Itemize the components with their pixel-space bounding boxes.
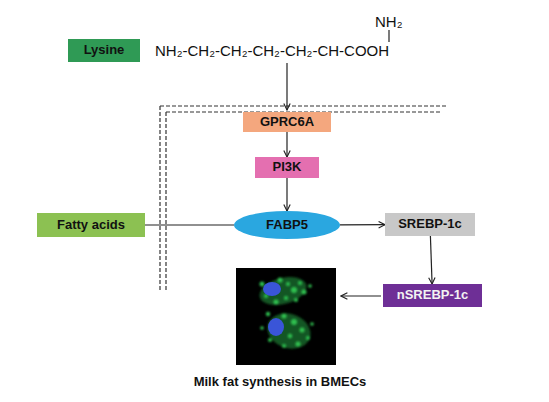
process-box: Lysine bbox=[68, 39, 140, 62]
cell-nucleus bbox=[263, 282, 281, 296]
process-box: SREBP-1c bbox=[385, 213, 475, 236]
process-box: GPRC6A bbox=[243, 112, 331, 132]
droplet bbox=[302, 290, 307, 295]
node-label: Fatty acids bbox=[57, 218, 125, 232]
droplet bbox=[306, 336, 310, 340]
synthesis-arrow bbox=[341, 295, 381, 296]
ellipse-fill bbox=[234, 211, 340, 239]
process-box: Fatty acids bbox=[37, 213, 145, 237]
node-label: GPRC6A bbox=[260, 115, 314, 129]
pathway-arrow bbox=[430, 236, 432, 284]
droplet bbox=[284, 296, 288, 300]
membrane-line bbox=[165, 112, 166, 292]
droplet bbox=[291, 287, 297, 293]
droplet bbox=[296, 342, 301, 347]
droplet bbox=[274, 300, 279, 305]
cell-body bbox=[263, 308, 316, 355]
membrane-line bbox=[159, 106, 160, 292]
pathway-arrow bbox=[145, 224, 234, 225]
droplet bbox=[260, 326, 264, 330]
droplet bbox=[288, 334, 292, 338]
droplet bbox=[308, 284, 312, 288]
cell-body bbox=[256, 272, 309, 310]
droplet bbox=[282, 344, 286, 348]
chemical-formula: NH₂-CH₂-CH₂-CH₂-CH₂-CH-COOH bbox=[155, 42, 389, 59]
node-label: FABP5 bbox=[266, 218, 308, 232]
membrane-line bbox=[160, 105, 446, 106]
node-label: SREBP-1c bbox=[398, 217, 462, 231]
droplet bbox=[282, 314, 287, 319]
cell-micrograph bbox=[236, 268, 336, 365]
cell-nucleus bbox=[268, 318, 284, 336]
droplet bbox=[266, 312, 270, 316]
pathway-arrow bbox=[340, 224, 385, 225]
node-label: PI3K bbox=[273, 160, 302, 174]
droplet bbox=[268, 338, 272, 342]
protein-ellipse: FABP5 bbox=[234, 211, 340, 239]
node-label: Lysine bbox=[84, 43, 125, 57]
lysine-arrow bbox=[286, 63, 287, 110]
process-box: PI3K bbox=[255, 157, 319, 178]
droplet bbox=[291, 319, 297, 325]
droplet bbox=[298, 281, 302, 285]
droplet bbox=[286, 282, 290, 286]
chemical-formula: NH₂ bbox=[375, 13, 403, 30]
chemical-bond bbox=[388, 30, 389, 42]
droplet bbox=[294, 298, 298, 302]
droplet bbox=[260, 282, 265, 287]
node-label: nSREBP-1c bbox=[397, 288, 469, 302]
pathway-arrow bbox=[286, 178, 287, 211]
figure-caption: Milk fat synthesis in BMECs bbox=[160, 374, 400, 389]
droplet bbox=[278, 278, 283, 283]
pathway-arrow bbox=[286, 132, 287, 157]
droplet bbox=[310, 322, 314, 326]
lipid-droplets bbox=[256, 272, 315, 354]
droplet bbox=[300, 328, 305, 333]
micrograph-background bbox=[236, 268, 336, 365]
cell-membrane bbox=[160, 106, 446, 292]
process-box: nSREBP-1c bbox=[383, 284, 482, 307]
